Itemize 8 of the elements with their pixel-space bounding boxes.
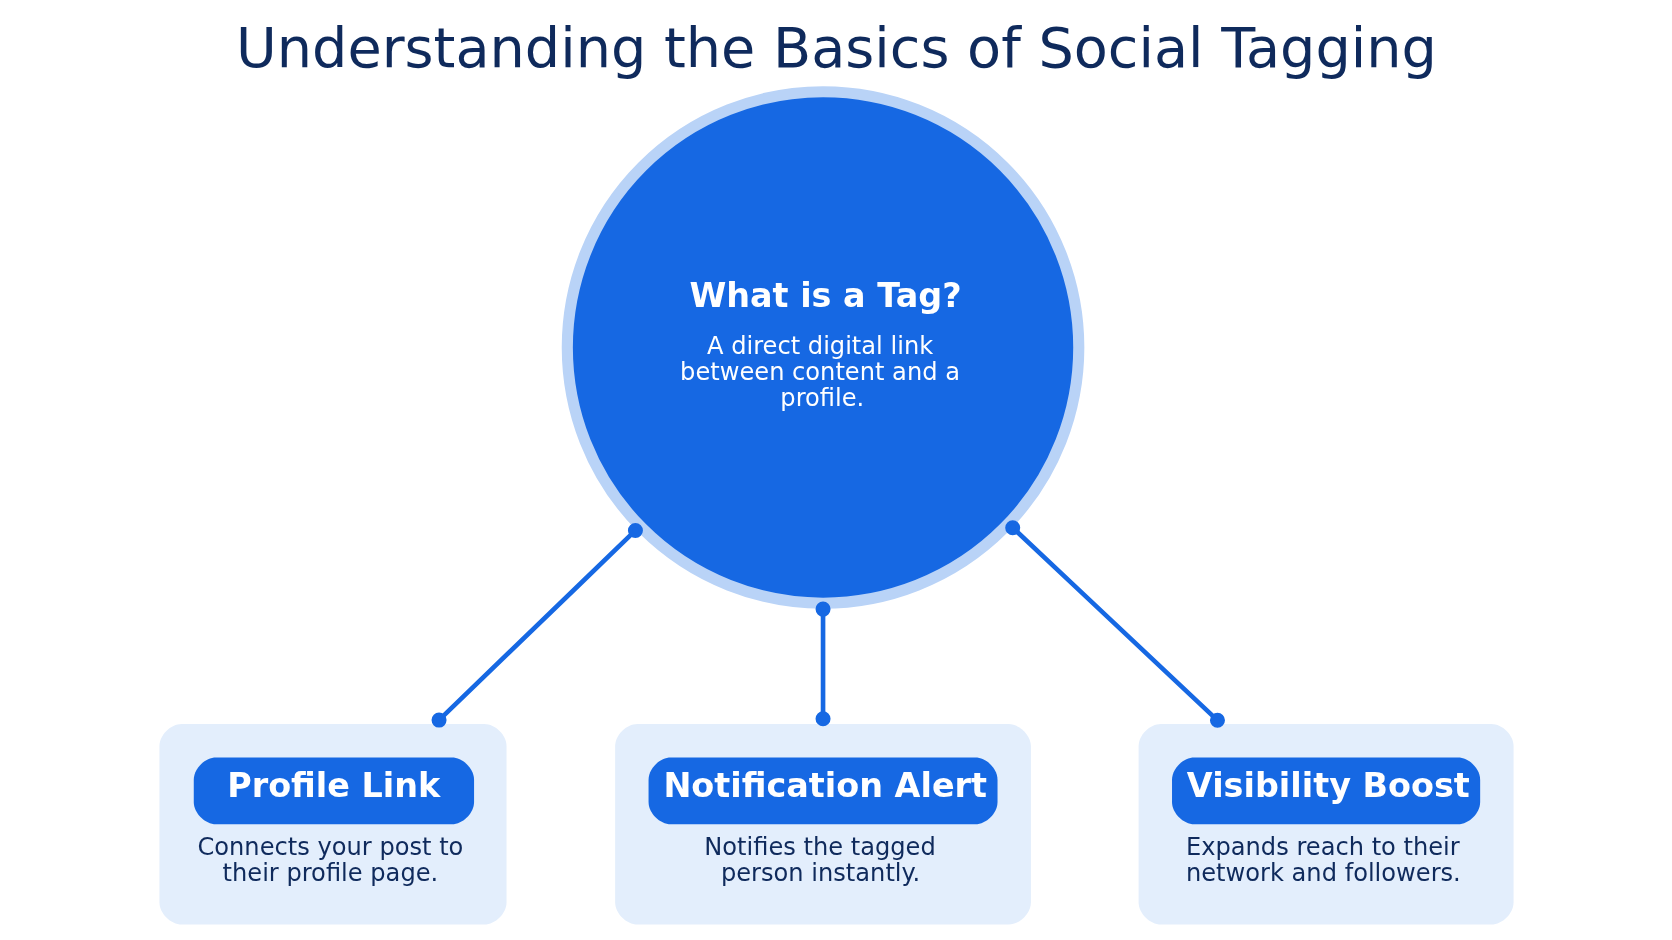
node-circle: What is a Tag? A direct digital link between content and a profile. xyxy=(561,86,1084,609)
node-box: Notification Alert Notifies the tagged person instantly. xyxy=(614,724,1031,925)
diagram-title: Understanding the Basics of Social Tagging xyxy=(235,15,1437,81)
connector xyxy=(1004,520,1225,728)
node-box: Visibility Boost Expands reach to their network and followers. xyxy=(1138,724,1514,925)
connector xyxy=(815,601,831,727)
connector xyxy=(431,522,643,728)
node-box: Profile Link Connects your post to their profile page. xyxy=(158,724,507,925)
